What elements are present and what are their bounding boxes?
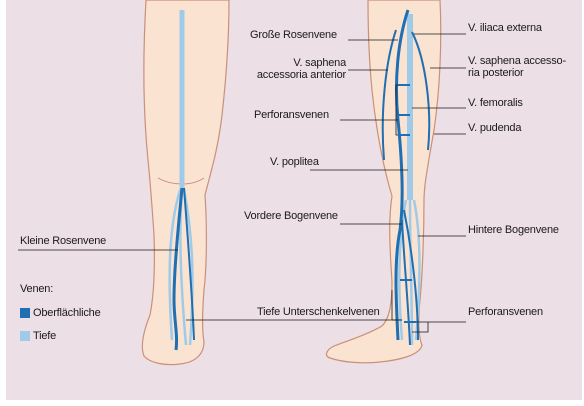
label-perforansvenen-top: Perforansvenen [254, 109, 329, 121]
label-grosse-rosenvene: Große Rosenvene [250, 29, 337, 41]
label-perforansvenen-bottom: Perforansvenen [468, 306, 543, 318]
label-v-saphena-acc-post-line1: V. saphena accesso- [468, 55, 566, 67]
label-v-saphena-acc-ant-line2: accessoria anterior [246, 69, 346, 81]
label-v-femoralis: V. femoralis [468, 97, 523, 109]
label-hintere-bogenvene: Hintere Bogenvene [468, 224, 559, 236]
legend-swatch-deep [20, 331, 30, 341]
back-leg [142, 0, 229, 365]
legend-label-superficial: Oberflächliche [33, 307, 101, 319]
legend-title: Venen: [20, 283, 53, 295]
label-kleine-rosenvene: Kleine Rosenvene [20, 235, 106, 247]
label-v-iliaca-externa: V. iliaca externa [468, 22, 542, 34]
label-v-saphena-acc-ant-line1: V. saphena [246, 57, 346, 69]
label-tiefe-unterschenkelvenen: Tiefe Unterschenkelvenen [257, 306, 380, 318]
legend-swatch-superficial [20, 308, 30, 318]
label-v-saphena-acc-post-line2: ria posterior [468, 67, 523, 79]
back-leg-skin [142, 0, 229, 365]
leader-perforansvenen-bottom [412, 322, 466, 332]
label-vordere-bogenvene: Vordere Bogenvene [244, 210, 338, 222]
label-v-poplitea: V. poplitea [270, 156, 319, 168]
label-v-pudenda: V. pudenda [468, 122, 521, 134]
legend-label-deep: Tiefe [33, 330, 56, 342]
